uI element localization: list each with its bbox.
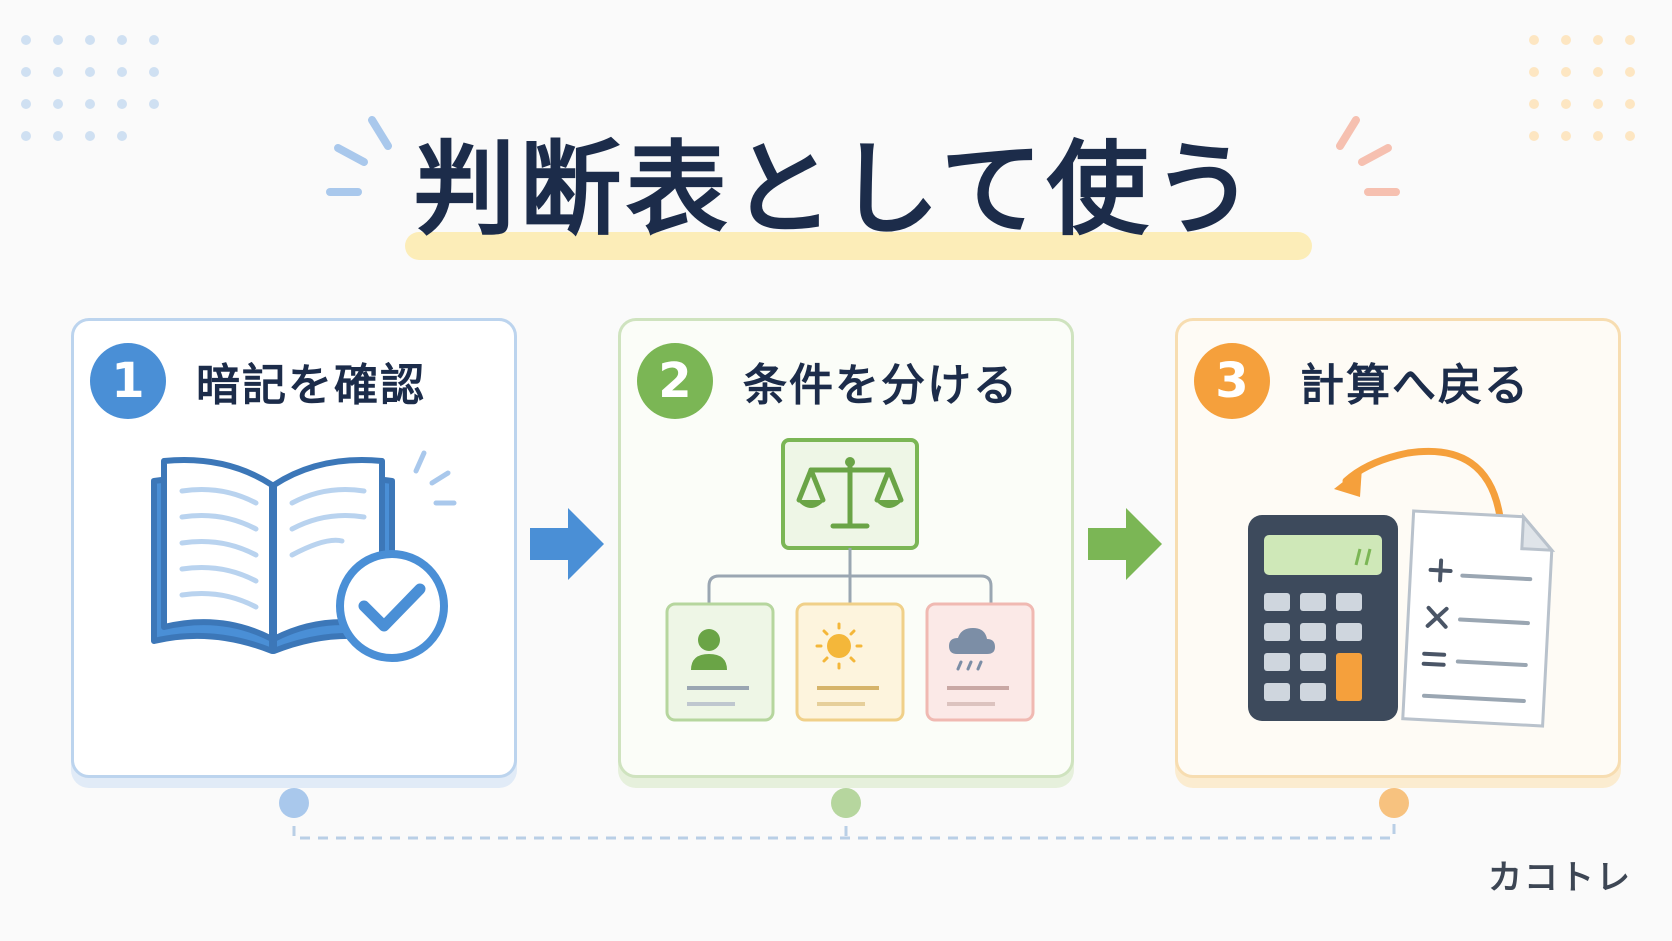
calculator-and-formula-sheet-icon — [1248, 447, 1556, 728]
balance-scale-tree-icon — [665, 438, 1035, 722]
step-1-number-badge: 1 — [90, 343, 166, 419]
arrow-right-icon-1 — [530, 508, 604, 580]
dot-grid-right-decoration — [1529, 35, 1635, 141]
connector-dot-3 — [1379, 788, 1409, 818]
step-3-label: 計算へ戻る — [1300, 360, 1530, 411]
step-1-header: 1 暗記を確認 — [90, 343, 426, 419]
connector-dot-2 — [831, 788, 861, 818]
sparkle-left-decoration — [326, 116, 392, 196]
step-2-header: 2 条件を分ける — [637, 343, 1019, 419]
title-area: 判断表として使う — [0, 120, 1672, 270]
connector-dot-1 — [279, 788, 309, 818]
step-card-1: 1 暗記を確認 — [71, 318, 517, 778]
open-book-with-check-icon — [151, 450, 457, 662]
arrow-right-icon-2 — [1088, 508, 1162, 580]
step-2-number-badge: 2 — [637, 343, 713, 419]
step-1-label: 暗記を確認 — [196, 360, 426, 411]
step-2-label: 条件を分ける — [743, 360, 1019, 411]
sparkle-right-decoration — [1336, 116, 1400, 196]
brand-logo-text: カコトレ — [1488, 858, 1632, 898]
page-title: 判断表として使う — [413, 131, 1259, 250]
step-card-2: 2 条件を分ける — [618, 318, 1074, 778]
step-3-header: 3 計算へ戻る — [1194, 343, 1530, 419]
step-card-3: 3 計算へ戻る — [1175, 318, 1621, 778]
title-highlight — [405, 232, 1312, 260]
step-3-number-badge: 3 — [1194, 343, 1270, 419]
dot-grid-left-decoration — [21, 35, 159, 141]
